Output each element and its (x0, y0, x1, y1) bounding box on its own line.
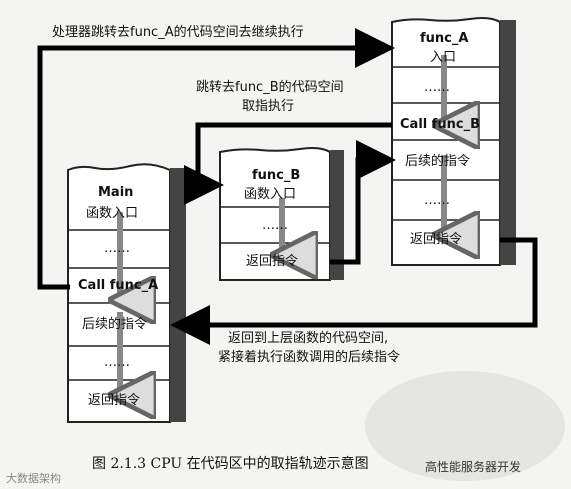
arrow-func-b-return (330, 140, 396, 265)
arrow-func-a-to-func-b (184, 122, 392, 205)
watermark-right: 高性能服务器开发 (425, 460, 522, 474)
func-a-entry: 入口 (430, 50, 457, 65)
func-b-dots: …… (262, 218, 288, 233)
func-b-return: 返回指令 (246, 254, 299, 269)
func-a-return: 返回指令 (410, 232, 463, 247)
watermark-logo (365, 371, 565, 481)
main-call: Call func_A (78, 278, 159, 293)
main-title: Main (98, 185, 134, 200)
main-dots1: …… (104, 241, 130, 256)
main-return: 返回指令 (88, 393, 141, 408)
func-a-dots2: …… (424, 193, 450, 208)
main-block (67, 163, 186, 423)
func-a-block (391, 17, 516, 266)
main-dots2: …… (104, 355, 130, 370)
arrow-main-to-func-a (37, 28, 395, 290)
mid-annotation-line2: 取指执行 (242, 99, 295, 114)
top-annotation: 处理器跳转去func_A的代码空间去继续执行 (52, 25, 304, 40)
bottom-annotation-line1: 返回到上层函数的代码空间, (228, 331, 389, 346)
func-a-dots1: …… (424, 80, 450, 95)
func-b-block (219, 147, 344, 281)
func-a-call: Call func_B (400, 117, 481, 132)
main-entry: 函数入口 (86, 206, 139, 221)
main-after: 后续的指令 (82, 317, 148, 332)
func-b-entry: 函数入口 (244, 187, 297, 202)
func-b-title: func_B (252, 168, 301, 183)
func-a-title: func_A (420, 31, 469, 46)
func-a-after: 后续的指令 (405, 154, 471, 169)
arrow-func-a-return (170, 237, 538, 345)
mid-annotation-line1: 跳转去func_B的代码空间 (196, 80, 344, 95)
bottom-annotation-line2: 紧接着执行函数调用的后续指令 (218, 350, 401, 365)
figure-caption: 图 2.1.3 CPU 在代码区中的取指轨迹示意图 (92, 456, 369, 472)
watermark-left: 大数据架构 (6, 472, 61, 485)
